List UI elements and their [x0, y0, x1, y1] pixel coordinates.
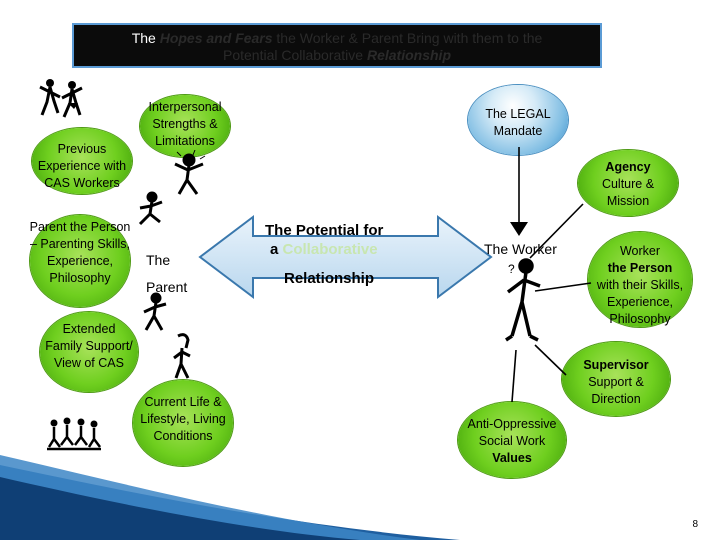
corner-swoosh-decoration — [0, 455, 460, 540]
agency-to-worker-line — [529, 203, 584, 259]
supervisor-label: Supervisor Support & Direction — [566, 357, 666, 408]
legal-mandate-circle — [468, 85, 568, 155]
worker-person-line-2: the Person — [607, 261, 673, 275]
current-life-circle — [133, 380, 233, 466]
worker-person-line-3: with their Skills, Experience, Philosoph… — [596, 278, 684, 326]
collaborative-word: Collaborative — [282, 241, 378, 258]
group-sitting-icon — [47, 417, 101, 451]
supervisor-subtitle: Support & Direction — [588, 375, 644, 406]
supervisor-to-worker-line — [534, 344, 567, 376]
agency-circle — [578, 150, 678, 216]
potential-line-2: a Collaborative — [270, 241, 378, 258]
walking-figure-icon — [143, 292, 167, 331]
potential-line-1: The Potential for — [265, 222, 384, 239]
legal-mandate-label: The LEGAL Mandate — [485, 107, 551, 138]
previous-experience-circle — [32, 128, 132, 194]
anti-oppressive-line-2: Values — [492, 451, 532, 465]
title-line-2: Potential Collaborative Relationship — [223, 47, 451, 63]
worker-the-person-label: Worker the Person with their Skills, Exp… — [586, 243, 694, 328]
worker-person-line-1: Worker — [619, 244, 661, 258]
anti-oppressive-line-1: Anti-Oppressive Social Work — [467, 417, 557, 448]
the-label: The — [146, 252, 171, 268]
title-banner: The Hopes and Fears the Worker & Parent … — [72, 23, 602, 68]
parent-the-person-circle — [30, 215, 130, 307]
collaboration-double-arrow — [198, 214, 493, 300]
worker-the-person-circle — [588, 232, 692, 327]
thinking-figure-icon — [174, 150, 206, 195]
anti-oppressive-circle — [458, 402, 566, 478]
worker-figure-icon — [505, 258, 541, 342]
current-life-label: Current Life & Lifestyle, Living Conditi… — [140, 395, 226, 443]
title-emphasis-hopes: Hopes and Fears — [159, 30, 273, 46]
relationship-label: Relationship — [284, 270, 375, 287]
worker-person-to-worker-line — [534, 282, 592, 292]
interpersonal-circle — [140, 95, 230, 157]
parent-the-person-label: Parent the Person – Parenting Skills, Ex… — [29, 220, 131, 285]
supervisor-title: Supervisor — [583, 358, 649, 372]
worker-question-mark: ? — [508, 262, 515, 276]
jumping-figure-icon — [138, 191, 163, 226]
dancing-figures-icon — [39, 79, 83, 118]
agency-label: Agency Culture & Mission — [580, 159, 676, 210]
supervisor-circle — [562, 342, 670, 416]
legal-arrowhead — [510, 222, 528, 236]
agency-title: Agency — [605, 160, 651, 174]
standing-figure-icon — [173, 333, 191, 379]
parent-label: Parent — [146, 279, 188, 295]
title-line-1: The Hopes and Fears the Worker & Parent … — [131, 30, 543, 46]
extended-family-circle — [40, 312, 138, 392]
previous-experience-label: Previous Experience with CAS Workers — [37, 142, 127, 190]
extended-family-label: Extended Family Support/ View of CAS — [45, 322, 133, 370]
title-emphasis-relationship: Relationship — [366, 47, 451, 63]
interpersonal-label: Interpersonal Strengths & Limitations — [148, 100, 222, 148]
page-number: 8 — [692, 519, 698, 530]
agency-subtitle: Culture & Mission — [601, 177, 655, 208]
anti-oppressive-label: Anti-Oppressive Social Work Values — [460, 416, 564, 467]
worker-label: The Worker — [484, 241, 557, 257]
values-to-worker-line — [511, 349, 517, 403]
